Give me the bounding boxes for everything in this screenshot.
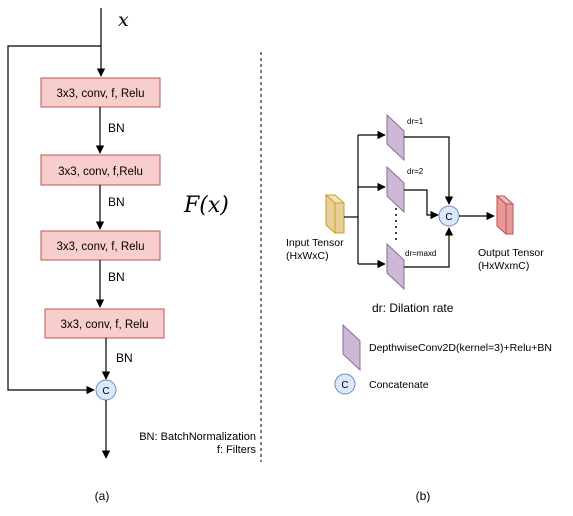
input-tensor-label: Input Tensor [286,237,344,249]
conv-block-3 [40,230,161,261]
legend-filters: f: Filters [217,444,257,456]
dr1-label: dr=1 [407,117,424,126]
legend-depthwise-icon [342,323,361,372]
legend-bn: BN: BatchNormalization [139,431,256,443]
legend-concat-icon-symbol: C [341,380,348,391]
bn-label-1: BN [108,121,125,135]
conv-block-4 [44,308,165,339]
input-x-label: x [118,9,129,31]
caption-b: (b) [416,489,431,503]
conv-block-2 [40,154,161,186]
depthwise-block-dr2 [386,165,405,214]
concat-node-a-symbol: C [102,386,109,397]
bn-label-2: BN [108,195,125,209]
dr2-label: dr=2 [407,167,424,176]
bn-label-3: BN [108,270,125,284]
caption-a: (a) [95,489,110,503]
drmaxd-label: dr=maxd [405,249,436,258]
output-tensor-label: Output Tensor [478,247,544,259]
function-fx-label: F(x) [183,193,229,218]
conv-block-1 [40,77,161,108]
arrow-drmaxd-to-concat [404,227,454,268]
input-tensor-shape-label: (HxWxC) [286,250,329,262]
legend-concat-label: Concatenate [369,379,429,391]
concat-node-b-symbol: C [445,212,452,223]
conv-block-3-label: 3x3, conv, f, Relu [57,241,145,253]
conv-block-1-label: 3x3, conv, f, Relu [57,88,145,100]
output-tensor-shape-label: (HxWxmC) [478,260,529,272]
arrow-dr1-to-concat [404,136,454,205]
bn-label-4: BN [116,351,133,365]
dilation-rate-note: dr: Dilation rate [372,301,454,315]
skip-connection-arrow [7,45,101,395]
input-tensor-side [334,202,345,234]
arrow-dr2-to-concat [404,189,439,220]
depthwise-block-drmaxd [386,242,405,291]
depthwise-block-dr1 [386,113,405,162]
panel-b: Input Tensor (HxWxC) dr=1 dr=2 dr=maxd C… [286,113,552,503]
output-tensor-side [505,203,514,235]
panel-a: x 3x3, conv, f, Relu BN 3x3, conv, f,Rel… [7,8,257,503]
conv-block-2-label: 3x3, conv, f,Relu [58,166,143,178]
legend-concat-icon [334,373,356,395]
conv-block-4-label: 3x3, conv, f, Relu [61,319,149,331]
legend-depthwise-label: DepthwiseConv2D(kernel=3)+Relu+BN [369,342,552,354]
